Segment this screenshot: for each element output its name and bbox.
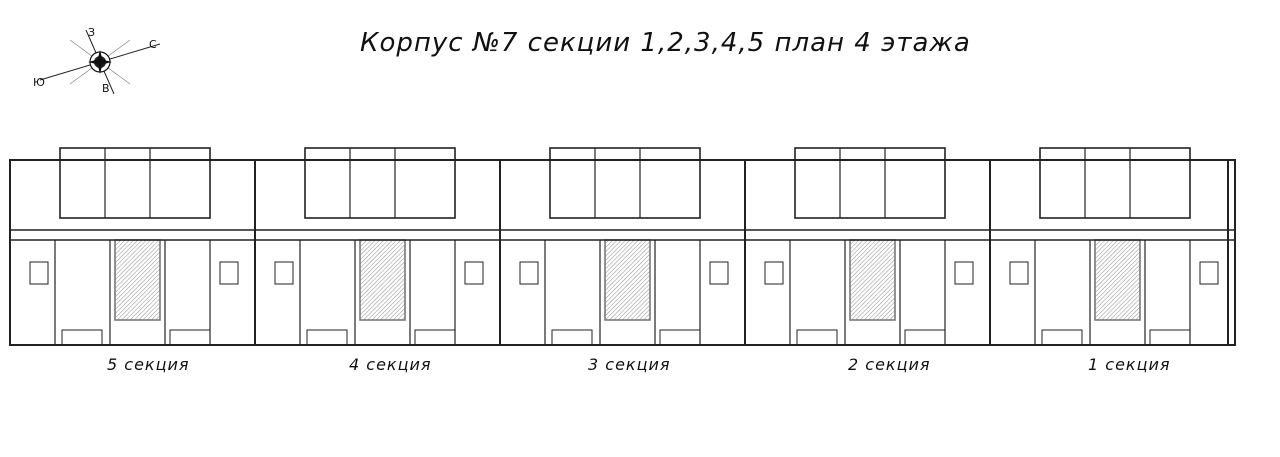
section-5-bathroom-1 bbox=[219, 261, 239, 285]
section-1-balcony-right bbox=[1149, 329, 1191, 346]
section-3-bathroom-0 bbox=[519, 261, 539, 285]
section-3-stair-core bbox=[604, 239, 651, 321]
compass-label-south: В bbox=[102, 82, 110, 95]
section-label-1: 1 секция bbox=[1088, 355, 1171, 374]
section-3-upper-apartments bbox=[549, 147, 701, 219]
section-5-stair-core bbox=[114, 239, 161, 321]
section-4-upper-apartments bbox=[304, 147, 456, 219]
section-2-balcony-left bbox=[796, 329, 838, 346]
page-title: Корпус №7 секции 1,2,3,4,5 план 4 этажа bbox=[360, 28, 971, 58]
section-3-balcony-left bbox=[551, 329, 593, 346]
section-2-balcony-right bbox=[904, 329, 946, 346]
section-label-2: 2 секция bbox=[848, 355, 931, 374]
section-1-bathroom-0 bbox=[1009, 261, 1029, 285]
section-1-upper-apartments bbox=[1039, 147, 1191, 219]
section-1-bathroom-1 bbox=[1199, 261, 1219, 285]
section-2-stair-core bbox=[849, 239, 896, 321]
section-2-bathroom-0 bbox=[764, 261, 784, 285]
section-1-outline bbox=[989, 159, 1236, 346]
compass-label-north: З bbox=[88, 26, 96, 39]
section-1-balcony-left bbox=[1041, 329, 1083, 346]
section-1-stair-core bbox=[1094, 239, 1141, 321]
section-4-bathroom-1 bbox=[464, 261, 484, 285]
section-4-balcony-right bbox=[414, 329, 456, 346]
section-4-stair-core bbox=[359, 239, 406, 321]
section-5-bathroom-0 bbox=[29, 261, 49, 285]
section-5-upper-apartments bbox=[59, 147, 211, 219]
section-label-4: 4 секция bbox=[349, 355, 432, 374]
section-3-bathroom-1 bbox=[709, 261, 729, 285]
compass-rose-icon bbox=[39, 29, 161, 95]
section-2-upper-apartments bbox=[794, 147, 946, 219]
section-label-5: 5 секция bbox=[107, 355, 190, 374]
section-5-balcony-right bbox=[169, 329, 211, 346]
section-5-balcony-left bbox=[61, 329, 103, 346]
compass-label-west: Ю bbox=[33, 76, 45, 89]
section-4-balcony-left bbox=[306, 329, 348, 346]
sections-group bbox=[9, 147, 1236, 346]
compass-label-east: С bbox=[149, 38, 157, 51]
section-4-bathroom-0 bbox=[274, 261, 294, 285]
section-3-balcony-right bbox=[659, 329, 701, 346]
section-2-bathroom-1 bbox=[954, 261, 974, 285]
section-label-3: 3 секция bbox=[588, 355, 671, 374]
